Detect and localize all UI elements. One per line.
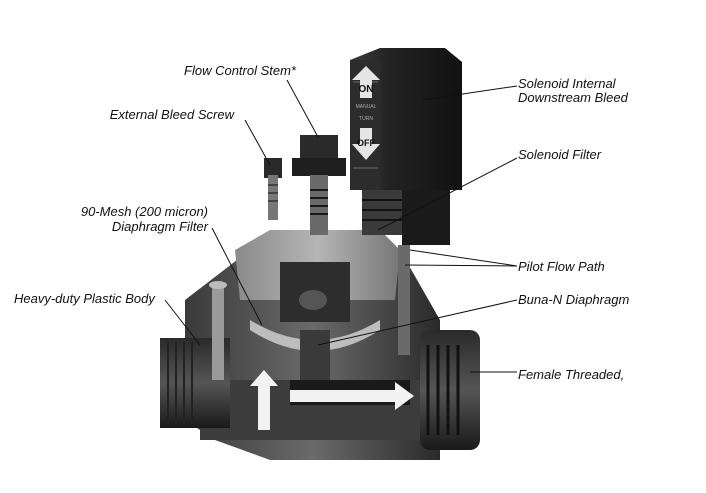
solenoid-off-text: OFF bbox=[357, 138, 375, 148]
solenoid-manual-text: MANUAL bbox=[356, 104, 377, 110]
label-female-threaded: Female Threaded, bbox=[518, 367, 625, 382]
label-external-bleed-screw: External Bleed Screw bbox=[109, 107, 234, 122]
outlet-female-thread bbox=[420, 330, 480, 450]
flow-arrows bbox=[250, 370, 414, 430]
diaphragm bbox=[250, 320, 380, 380]
solenoid-turn-text: TURN bbox=[359, 116, 373, 122]
label-plastic-body: Heavy-duty Plastic Body bbox=[14, 291, 155, 306]
label-solenoid-bleed-line1: Solenoid Internal bbox=[518, 76, 616, 91]
off-arrow-icon bbox=[352, 128, 380, 160]
solenoid-on-text: ON bbox=[359, 84, 374, 95]
body-bolt bbox=[209, 281, 227, 380]
bonnet bbox=[235, 230, 400, 322]
pilot-tube bbox=[398, 245, 410, 355]
label-mesh-filter-line1: 90-Mesh (200 micron) bbox=[80, 204, 208, 219]
label-mesh-filter-line2: Diaphragm Filter bbox=[111, 219, 208, 234]
external-bleed-screw bbox=[264, 158, 282, 220]
label-flow-control-stem: Flow Control Stem* bbox=[184, 63, 296, 78]
flow-control-stem bbox=[292, 135, 346, 235]
label-solenoid-bleed-line2: Downstream Bleed bbox=[518, 90, 628, 105]
label-solenoid-filter: Solenoid Filter bbox=[518, 147, 602, 162]
solenoid: ON MANUAL TURN OFF bbox=[350, 48, 462, 245]
label-pilot-flow-path: Pilot Flow Path bbox=[518, 259, 605, 274]
on-arrow-icon bbox=[352, 66, 380, 98]
leader-lines bbox=[164, 79, 518, 373]
label-diaphragm: Buna-N Diaphragm bbox=[518, 292, 630, 307]
